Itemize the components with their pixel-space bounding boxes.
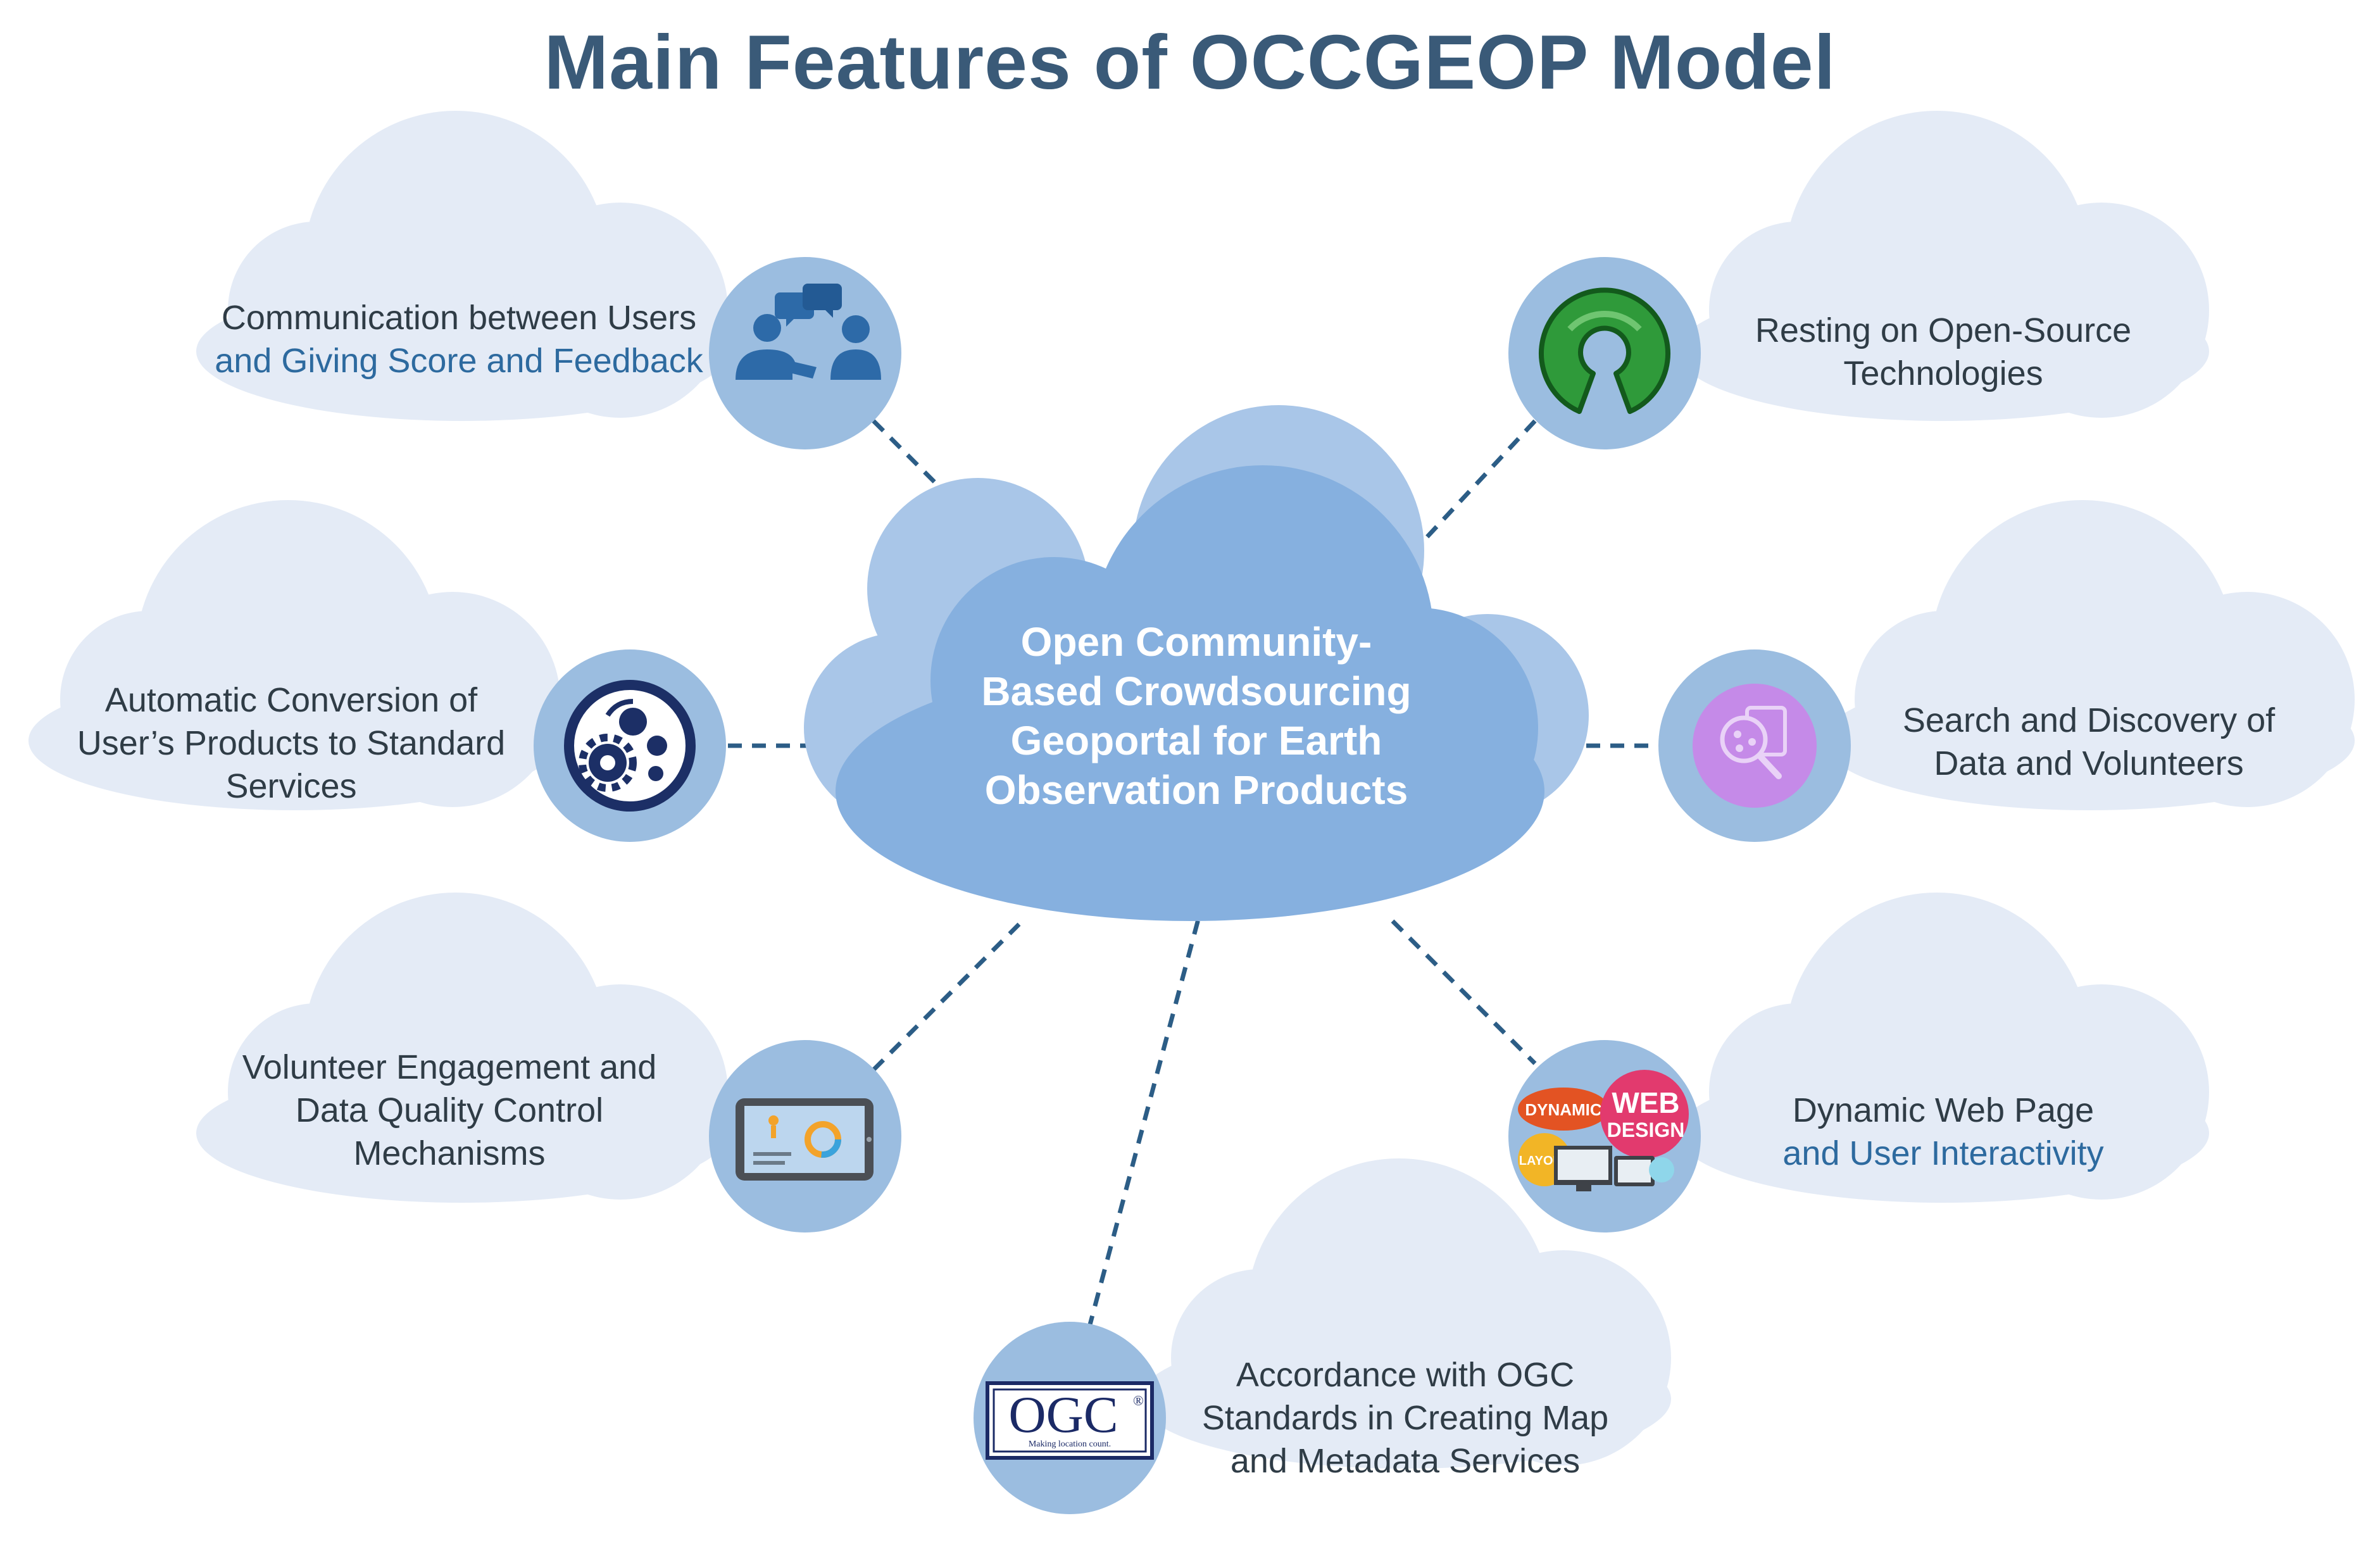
diagram-title: Main Features of OCCGEOP Model	[544, 19, 1836, 105]
connector-ogc	[1086, 914, 1202, 1330]
feature-search-text: Search and Discovery of Data and Volunte…	[1836, 699, 2342, 785]
feature-line: Search and Discovery of	[1902, 701, 2276, 739]
feature-communication-text: Communication between Users and Giving S…	[184, 296, 734, 382]
feature-line: Communication between Users	[221, 299, 697, 337]
center-text-line: Geoportal for Earth	[1010, 718, 1382, 763]
feature-line: Standards in Creating Map	[1201, 1399, 1609, 1437]
connector-dynamic	[1391, 919, 1537, 1065]
ogc-logo-tagline: Making location count.	[1029, 1439, 1111, 1449]
icon-circle-communication	[709, 257, 901, 449]
feature-line: Data Quality Control	[295, 1091, 604, 1129]
connector-opensource	[1406, 419, 1537, 559]
feature-line: Data and Volunteers	[1934, 744, 2244, 782]
center-text-line: Based Crowdsourcing	[981, 668, 1412, 714]
feature-line: Automatic Conversion of	[104, 681, 478, 719]
feature-line: Dynamic Web Page	[1792, 1091, 2095, 1129]
search-discovery-icon	[1693, 684, 1817, 808]
center-text-line: Open Community-	[1020, 619, 1372, 665]
feature-line: Mechanisms	[353, 1134, 546, 1172]
feature-line: Accordance with OGC	[1236, 1356, 1575, 1394]
feature-line: Technologies	[1843, 354, 2043, 392]
ogc-logo-icon: OGC ® Making location count.	[986, 1381, 1154, 1460]
users-chat-icon	[736, 284, 881, 380]
open-source-icon	[1539, 287, 1670, 414]
center-text-line: Observation Products	[984, 767, 1408, 813]
feature-line: Volunteer Engagement and	[242, 1048, 657, 1086]
feature-line: Services	[225, 767, 357, 805]
ogc-logo-text: OGC	[1008, 1386, 1118, 1443]
badge-dynamic: DYNAMIC	[1525, 1100, 1602, 1119]
feature-line: User’s Products to Standard	[77, 724, 506, 762]
feature-volunteer-text: Volunteer Engagement and Data Quality Co…	[196, 1046, 703, 1175]
icon-circle-opensource	[1508, 257, 1701, 449]
web-design-icon: DYNAMIC WEB DESIGN LAYOUT	[1518, 1070, 1689, 1191]
connector-volunteer	[872, 922, 1021, 1072]
gears-conversion-icon	[564, 680, 696, 812]
badge-design: DESIGN	[1607, 1119, 1685, 1141]
feature-line: Resting on Open-Source	[1755, 311, 2132, 349]
feature-conversion-text: Automatic Conversion of User’s Products …	[38, 679, 544, 808]
center-cloud	[804, 405, 1589, 921]
feature-dynamic-text: Dynamic Web Page and User Interactivity	[1690, 1089, 2196, 1175]
ogc-logo-registered: ®	[1133, 1393, 1144, 1408]
feature-opensource-text: Resting on Open-Source Technologies	[1690, 309, 2196, 395]
badge-web: WEB	[1612, 1086, 1679, 1119]
center-cloud-text: Open Community- Based Crowdsourcing Geop…	[911, 617, 1481, 815]
feature-ogc-text: Accordance with OGC Standards in Creatin…	[1152, 1353, 1658, 1483]
tablet-dashboard-icon	[736, 1098, 874, 1181]
feature-line: and Metadata Services	[1230, 1442, 1581, 1480]
feature-line: and Giving Score and Feedback	[215, 342, 703, 380]
feature-line: and User Interactivity	[1782, 1134, 2104, 1172]
